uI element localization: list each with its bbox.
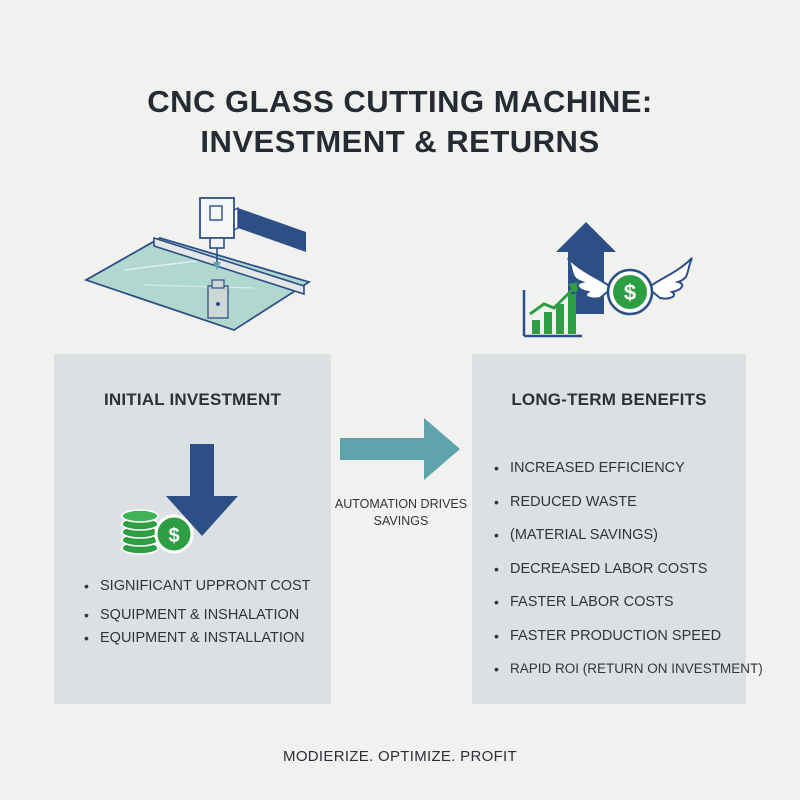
list-item: SIGNIFICANT UPPRONT COST [82, 576, 311, 605]
coin-stack-icon: $ [121, 509, 194, 555]
automation-caption: AUTOMATION DRIVES SAVINGS [333, 496, 469, 530]
automation-caption-line-1: AUTOMATION DRIVES [334, 497, 468, 511]
right-arrow-icon [340, 418, 460, 480]
cnc-glass-cutter-icon [84, 197, 311, 331]
list-item: FASTER PRODUCTION SPEED [492, 626, 763, 660]
list-item: REDUCED WASTE [492, 492, 763, 526]
list-item: EQUIPMENT & INSTALLATION [82, 628, 311, 657]
list-item: FASTER LABOR COSTS [492, 592, 763, 626]
long-term-benefits-heading: LONG-TERM BENEFITS [511, 390, 707, 409]
list-item: (MATERIAL SAVINGS) [492, 525, 763, 559]
automation-caption-line-2: SAVINGS [373, 514, 429, 528]
initial-investment-panel: INITIAL INVESTMENT $ SIGNIFICANT UPPRONT… [54, 354, 331, 704]
initial-investment-list: SIGNIFICANT UPPRONT COST SQUIPMENT & INS… [82, 576, 311, 657]
svg-text:$: $ [168, 525, 179, 547]
down-arrow-icon [166, 444, 238, 536]
flying-dollar-icon: $ [567, 257, 693, 316]
list-item: DECREASED LABOR COSTS [492, 559, 763, 593]
list-item: RAPID ROI (RETURN ON INVESTMENT) [492, 659, 763, 693]
footer-tagline: MODIERIZE. OPTIMIZE. PROFIT [283, 748, 517, 765]
initial-investment-heading: INITIAL INVESTMENT [103, 390, 282, 409]
benefits-list: INCREASED EFFICIENCY REDUCED WASTE (MATE… [492, 458, 763, 693]
list-item: INCREASED EFFICIENCY [492, 458, 763, 492]
page-title: CNC GLASS CUTTING MACHINE: INVESTMENT & … [0, 82, 800, 162]
svg-text:$: $ [624, 280, 636, 305]
long-term-benefits-panel: LONG-TERM BENEFITS INCREASED EFFICIENCY … [472, 354, 763, 704]
title-line-1: CNC GLASS CUTTING MACHINE: [147, 84, 653, 119]
title-line-2: INVESTMENT & RETURNS [200, 124, 600, 159]
list-item: SQUIPMENT & INSHALATION [82, 605, 311, 634]
